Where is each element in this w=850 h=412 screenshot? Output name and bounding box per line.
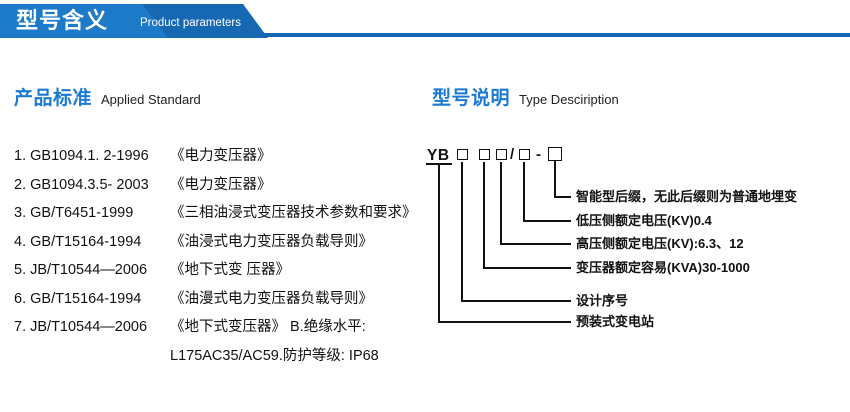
label-design-serial: 设计序号 <box>576 293 629 308</box>
standard-title: 《地下式变压器》 B.绝缘水平: <box>170 319 366 335</box>
standard-code: 4. GB/T15164-1994 <box>14 234 170 250</box>
standard-number: GB/T6451-1999 <box>30 205 134 221</box>
label-lv-rated-voltage: 低压侧额定电压(KV)0.4 <box>576 213 712 228</box>
standard-title: 《电力变压器》 <box>170 176 272 193</box>
model-code-box-4 <box>519 149 530 160</box>
standard-code: 5. JB/T10544—2006 <box>14 262 170 278</box>
type-description-heading-cn: 型号说明 <box>432 88 511 109</box>
model-code-prefix: YB <box>427 147 450 164</box>
leader-line-hv-voltage <box>500 162 571 245</box>
standard-code: 7. JB/T10544—2006 <box>14 319 170 335</box>
standard-title: 《三相油浸式变压器技术参数和要求》 <box>170 205 417 221</box>
list-item: 4. GB/T15164-1994 《油浸式电力变压器负载导则》 <box>14 230 434 259</box>
leader-line-intelligent-suffix <box>554 161 571 198</box>
label-hv-rated-voltage: 高压侧额定电压(KV):6.3、12 <box>576 236 744 251</box>
standard-index: 1. <box>14 148 27 164</box>
standards-list: 1. GB1094.1. 2-1996 《电力变压器》 2. GB1094.3.… <box>14 144 434 372</box>
applied-standard-heading-cn: 产品标准 <box>14 88 93 109</box>
list-item: 1. GB1094.1. 2-1996 《电力变压器》 <box>14 144 434 173</box>
model-code-box-5 <box>548 147 562 161</box>
standard-number: GB/T15164-1994 <box>30 290 142 307</box>
leader-line-substation-type <box>438 164 571 323</box>
standard-index: 4. <box>14 233 27 250</box>
label-rated-capacity: 变压器额定容易(KVA)30-1000 <box>576 260 750 275</box>
model-code-dash: - <box>536 146 541 163</box>
leader-line-lv-voltage <box>523 162 571 222</box>
standard-number: JB/T10544—2006 <box>30 319 148 335</box>
standard-number: GB1094.3.5- 2003 <box>30 176 149 193</box>
banner-dark-shape <box>0 4 168 38</box>
standard-code: 2. GB1094.3.5- 2003 <box>14 177 170 193</box>
standard-index: 7. <box>14 319 27 335</box>
standard-title: 《地下式变 压器》 <box>170 262 291 278</box>
applied-standard-heading-en: Applied Standard <box>101 92 201 107</box>
standard-title: 《油浸式电力变压器负载导则》 <box>170 233 373 250</box>
applied-standard-heading: 产品标准 Applied Standard <box>14 88 201 111</box>
type-description-heading-en: Type Desciription <box>519 92 619 107</box>
list-item: 2. GB1094.3.5- 2003 《电力变压器》 <box>14 173 434 202</box>
standard-index: 5. <box>14 262 27 278</box>
model-code-box-1 <box>457 149 468 160</box>
leader-line-design-serial <box>461 162 571 302</box>
standard-title: 《电力变压器》 <box>170 148 272 164</box>
label-substation-type: 预装式变电站 <box>576 314 655 329</box>
list-item: 7. JB/T10544—2006 《地下式变压器》 B.绝缘水平: <box>14 315 434 344</box>
standard-code: 1. GB1094.1. 2-1996 <box>14 148 170 164</box>
model-code-diagram: YB / - 智能型后缀，无此后缀则为普通地埋变 低压侧额定电压(KV)0.4 … <box>424 146 844 336</box>
standard-index: 3. <box>14 205 27 221</box>
list-item: 5. JB/T10544—2006 《地下式变 压器》 <box>14 258 434 287</box>
banner-underline-rule <box>0 33 850 37</box>
leader-line-capacity <box>483 162 571 269</box>
standard-number: JB/T10544—2006 <box>30 262 148 278</box>
standard-code: 6. GB/T15164-1994 <box>14 291 170 307</box>
banner-title-cn: 型号含义 <box>16 8 109 33</box>
standard-index: 6. <box>14 290 27 307</box>
model-code-box-2 <box>479 149 490 160</box>
model-code-slash: / <box>510 146 515 163</box>
standard-code: 3. GB/T6451-1999 <box>14 205 170 221</box>
label-intelligent-suffix: 智能型后缀，无此后缀则为普通地埋变 <box>576 189 798 204</box>
type-description-heading: 型号说明 Type Desciription <box>432 88 619 111</box>
list-item: 6. GB/T15164-1994 《油漫式电力变压器负载导则》 <box>14 287 434 316</box>
standard-index: 2. <box>14 176 27 193</box>
list-item: 3. GB/T6451-1999 《三相油浸式变压器技术参数和要求》 <box>14 201 434 230</box>
standard-number: GB/T15164-1994 <box>30 233 142 250</box>
standard-number: GB1094.1. 2-1996 <box>30 148 149 164</box>
page-header-banner: 型号含义 Product parameters <box>0 0 850 48</box>
standard-title: 《油漫式电力变压器负载导则》 <box>170 290 373 307</box>
model-code-box-3 <box>496 149 507 160</box>
banner-title-en: Product parameters <box>140 17 241 29</box>
standard-title-continuation: L175AC35/AC59.防护等级: IP68 <box>170 347 379 364</box>
leader-lines <box>438 161 571 323</box>
